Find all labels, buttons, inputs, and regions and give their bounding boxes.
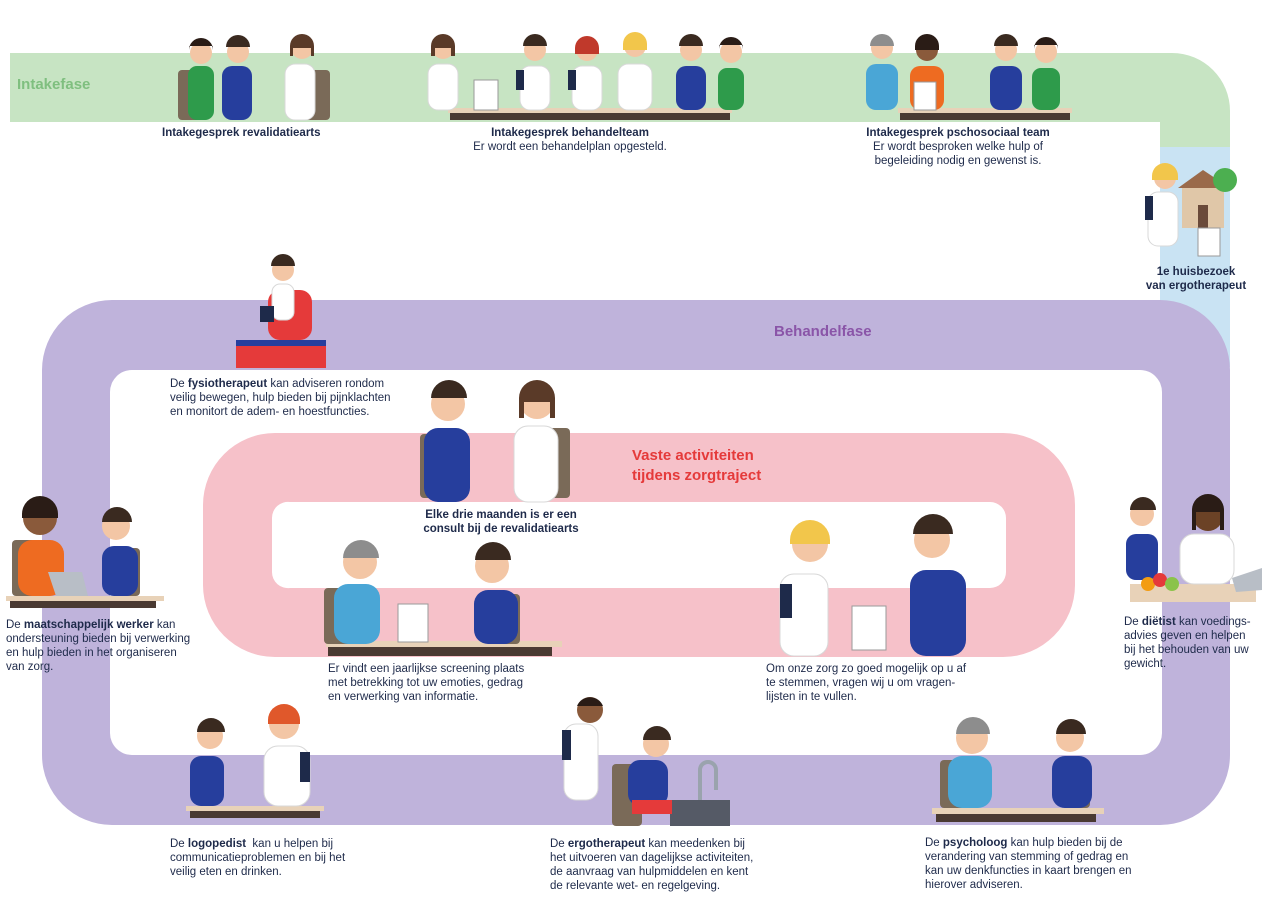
- psycholoog-role: psycholoog: [942, 837, 1008, 849]
- maatschappelijk-pre: De: [6, 619, 24, 631]
- dietist-pre: De: [1124, 616, 1142, 628]
- ergotherapeut-role: ergotherapeut: [567, 838, 646, 850]
- ergotherapeut-post: kan meedenken bij: [645, 838, 745, 850]
- phase-label-intake: Intakefase: [17, 76, 91, 93]
- screening-line1: Er vindt een jaarlijkse screening plaats: [328, 663, 525, 675]
- dietist-line3: bij het behouden van uw: [1124, 644, 1249, 656]
- fysio-line2: veilig bewegen, hulp bieden bij pijnklac…: [170, 392, 391, 404]
- psycholoog-pre: De: [925, 837, 943, 849]
- logopedist-line3: veilig eten en drinken.: [170, 866, 282, 878]
- huisbezoek-title-line2: van ergotherapeut: [1145, 280, 1247, 292]
- intake-psychosociaal-caption: Intakegesprek pschosociaal team Er wordt…: [842, 126, 1074, 168]
- huisbezoek-title-line1: 1e huisbezoek: [1156, 266, 1236, 278]
- logopedist-pre: De: [170, 838, 188, 850]
- dietist-line4: gewicht.: [1124, 658, 1167, 670]
- ergotherapeut-line3: de aanvraag van hulpmiddelen en kent: [550, 866, 749, 878]
- dietist-caption: De diëtist kan voedings- advies geven en…: [1124, 615, 1251, 671]
- ergotherapeut-line4: de relevante wet- en regelgeving.: [550, 880, 721, 892]
- psycholoog-line4: hierover adviseren.: [925, 879, 1023, 891]
- psycholoog-post: kan hulp bieden bij de: [1007, 837, 1123, 849]
- fysiotherapeut-illustration: [236, 254, 326, 368]
- maatschappelijk-role: maatschappelijk werker: [23, 619, 154, 631]
- logopedist-illustration: [186, 704, 324, 818]
- psycholoog-caption: De psycholoog kan hulp bieden bij de ver…: [925, 836, 1132, 892]
- intake-revalidatiearts-illustration: [178, 34, 330, 121]
- dietist-role: diëtist: [1141, 616, 1176, 628]
- vragenlijsten-line3: lijsten in te vullen.: [766, 691, 857, 703]
- consult-line2: consult bij de revalidatiearts: [423, 523, 579, 535]
- maatschappelijk-line2: ondersteuning bieden bij verwerking: [6, 633, 191, 645]
- huisbezoek-illustration: [1145, 163, 1237, 257]
- intake-behandelteam-title: Intakegesprek behandelteam: [491, 127, 649, 139]
- logopedist-post: kan u helpen bij: [246, 838, 333, 850]
- logopedist-caption: De logopedist kan u helpen bij communica…: [170, 837, 345, 879]
- phase-label-vaste-line2: tijdens zorgtraject: [632, 467, 762, 484]
- psycholoog-line2: verandering van stemming of gedrag en: [925, 851, 1129, 863]
- vragenlijsten-line1: Om onze zorg zo goed mogelijk op u af: [766, 663, 967, 675]
- phase-label-vaste: Vaste activiteiten tijdens zorgtraject: [632, 446, 761, 486]
- ergotherapeut-caption: De ergotherapeut kan meedenken bij het u…: [550, 837, 753, 893]
- maatschappelijk-werker-caption: De maatschappelijk werker kan ondersteun…: [6, 618, 190, 674]
- ergotherapeut-pre: De: [550, 838, 568, 850]
- dietist-line2: advies geven en helpen: [1124, 630, 1246, 642]
- intake-psychosociaal-title: Intakegesprek pschosociaal team: [866, 127, 1050, 139]
- intake-revalidatiearts-title: Intakegesprek revalidatiearts: [162, 127, 321, 139]
- vragenlijsten-line2: te stemmen, vragen wij u om vragen-: [766, 677, 956, 689]
- consult-line1: Elke drie maanden is er een: [425, 509, 577, 521]
- fysio-role: fysiotherapeut: [187, 378, 268, 390]
- phase-label-behandel: Behandelfase: [774, 323, 872, 340]
- intake-behandelteam-desc: Er wordt een behandelplan opgesteld.: [473, 141, 667, 153]
- phase-label-vaste-line1: Vaste activiteiten: [632, 447, 754, 464]
- screening-line2: met betrekking tot uw emoties, gedrag: [328, 677, 523, 689]
- maatschappelijk-post: kan: [153, 619, 176, 631]
- intake-behandelteam-caption: Intakegesprek behandelteam Er wordt een …: [440, 126, 700, 154]
- fysiotherapeut-caption: De fysiotherapeut kan adviseren rondom v…: [170, 377, 391, 419]
- consult-revalidatiearts-caption: Elke drie maanden is er een consult bij …: [406, 508, 596, 536]
- intake-psychosociaal-desc-line1: Er wordt besproken welke hulp of: [872, 141, 1044, 153]
- ergotherapeut-line2: het uitvoeren van dagelijkse activiteite…: [550, 852, 754, 864]
- maatschappelijk-line3: en hulp bieden in het organiseren: [6, 647, 177, 659]
- vragenlijsten-illustration: [779, 514, 966, 657]
- consult-revalidatiearts-illustration: [420, 380, 570, 503]
- logopedist-role: logopedist: [187, 838, 247, 850]
- vragenlijsten-caption: Om onze zorg zo goed mogelijk op u af te…: [766, 662, 966, 704]
- behandel-ring: [42, 300, 1230, 825]
- screening-line3: en verwerking van informatie.: [328, 691, 479, 703]
- screening-illustration: [324, 540, 562, 656]
- intake-psychosociaal-illustration: [866, 34, 1072, 120]
- screening-caption: Er vindt een jaarlijkse screening plaats…: [328, 662, 524, 704]
- fysio-pre: De: [170, 378, 188, 390]
- maatschappelijk-line4: van zorg.: [6, 661, 54, 673]
- psycholoog-illustration: [932, 717, 1104, 822]
- maatschappelijk-werker-illustration: [6, 496, 164, 608]
- huisbezoek-caption: 1e huisbezoek van ergotherapeut: [1128, 265, 1264, 293]
- intake-behandelteam-illustration: [427, 32, 744, 120]
- dietist-post: kan voedings-: [1175, 616, 1251, 628]
- intake-psychosociaal-desc-line2: begeleiding nodig en gewenst is.: [874, 155, 1042, 167]
- dietist-illustration: [1126, 494, 1262, 602]
- logopedist-line2: communicatieproblemen en bij het: [170, 852, 346, 864]
- fysio-line3: en monitort de adem- en hoestfuncties.: [170, 406, 370, 418]
- ergotherapeut-illustration: [562, 697, 730, 826]
- psycholoog-line3: kan uw denkfuncties in kaart brengen en: [925, 865, 1132, 877]
- fysio-post: kan adviseren rondom: [267, 378, 385, 390]
